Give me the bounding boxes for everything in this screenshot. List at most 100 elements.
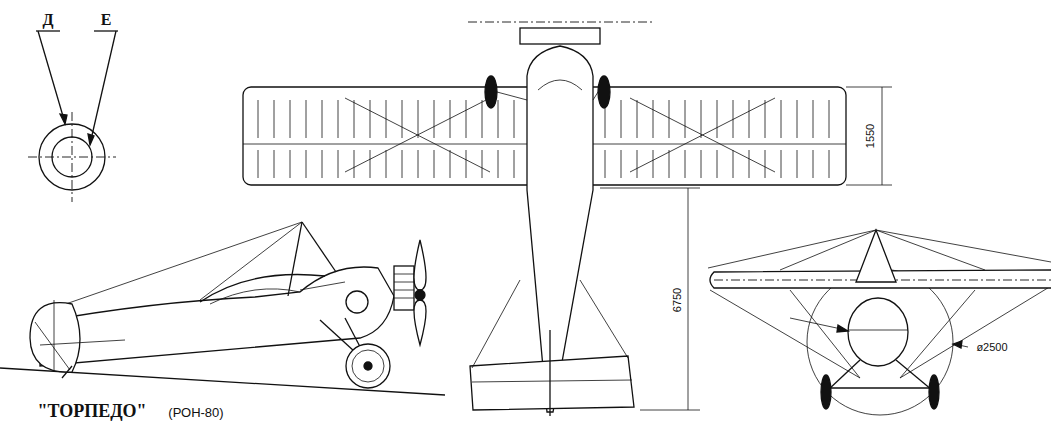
fuselage-top <box>527 46 593 412</box>
rudder-post <box>54 300 55 372</box>
fuselage-front <box>848 298 908 366</box>
wing-rib <box>322 100 323 138</box>
bracing-wire <box>630 98 775 172</box>
leader-line <box>38 31 65 123</box>
model-designation: (РОН-80) <box>166 405 225 420</box>
bracing-wire <box>900 286 1051 378</box>
wing-rib <box>418 100 419 138</box>
wing-rib <box>829 100 830 138</box>
wing-rib <box>466 150 467 178</box>
headrest <box>200 274 325 302</box>
front-view <box>708 230 1051 415</box>
center-line <box>28 157 116 158</box>
bracing-wire <box>710 290 860 378</box>
fuselage-frame <box>848 330 908 331</box>
wing-rib <box>498 100 499 138</box>
wing-rib <box>290 100 291 138</box>
wing-rib <box>653 150 654 178</box>
bracing-wire <box>708 230 876 268</box>
wing-rib <box>685 100 686 138</box>
arrowhead <box>88 134 94 145</box>
wheel-rim <box>352 350 384 382</box>
bracing-wire <box>876 230 1051 262</box>
tailplane <box>40 340 125 345</box>
inner-ring <box>52 137 92 177</box>
dimension-label: 6750 <box>671 286 684 314</box>
propeller-blade <box>414 300 426 345</box>
wing-rib <box>514 150 515 178</box>
dimension-line <box>688 188 689 410</box>
dimension-label: 1550 <box>864 122 877 150</box>
wing-rib <box>306 100 307 138</box>
dimension-label: ø2500 <box>974 341 1009 354</box>
center-line <box>72 112 73 202</box>
wing-rib <box>482 100 483 138</box>
bracing-wire <box>580 280 628 358</box>
gear-strut <box>896 360 932 390</box>
wing-rib <box>669 100 670 138</box>
wheel <box>485 76 497 108</box>
arrowhead <box>953 341 962 348</box>
wing-rib <box>514 100 515 138</box>
wing-rib <box>338 150 339 178</box>
pylon-strut <box>302 222 336 272</box>
bracing-wire <box>200 222 302 300</box>
cowl-ring <box>346 291 368 313</box>
wing-rib <box>749 100 750 138</box>
axle <box>828 387 932 388</box>
rudder <box>30 303 80 372</box>
wing-rib <box>370 100 371 138</box>
wing-rib <box>482 150 483 178</box>
rudder-rib <box>35 322 70 370</box>
engine-fin <box>394 282 414 283</box>
wing-rib <box>829 150 830 178</box>
leader-line <box>90 31 116 144</box>
dimension-line <box>882 87 883 185</box>
wing-rib <box>685 150 686 178</box>
wing-rib <box>669 150 670 178</box>
wing-root <box>300 282 345 290</box>
cockpit-rim <box>210 289 300 304</box>
wing-rib <box>450 150 451 178</box>
bracing-wire <box>780 230 876 270</box>
wing-rib <box>354 150 355 178</box>
wing-rib <box>637 100 638 138</box>
wing-rib <box>258 100 259 138</box>
wing-rib <box>797 100 798 138</box>
wing-rib <box>765 100 766 138</box>
wing-rib <box>749 150 750 178</box>
bracing-wire <box>345 98 490 172</box>
bracing-wire <box>630 98 775 172</box>
label-underline <box>36 30 60 31</box>
rotary-engine <box>520 28 600 44</box>
wing-rib <box>621 150 622 178</box>
wing-rib <box>701 100 702 138</box>
wing-rib <box>797 150 798 178</box>
wing-rib <box>781 150 782 178</box>
section-letter: Е <box>99 11 114 29</box>
wing-rib <box>402 150 403 178</box>
wing-rib <box>813 100 814 138</box>
propeller-line <box>468 22 652 23</box>
wing-rib <box>434 100 435 138</box>
wing-rib <box>637 150 638 178</box>
wheel <box>598 76 610 108</box>
wing-rib <box>498 150 499 178</box>
extension-line <box>640 410 700 411</box>
extension-line <box>846 87 892 88</box>
wing-rib <box>274 150 275 178</box>
gear-strut <box>497 92 527 100</box>
label-underline <box>94 30 118 31</box>
wing-rib <box>418 150 419 178</box>
bracing-wire <box>60 222 302 306</box>
wing-rib <box>370 150 371 178</box>
wing-rib <box>717 150 718 178</box>
wing-rib <box>322 150 323 178</box>
top-view <box>243 22 892 416</box>
rotary-engine <box>394 266 414 310</box>
engine-fin <box>394 298 414 299</box>
wheel <box>346 344 390 388</box>
arrowhead <box>60 114 67 124</box>
section-detail <box>28 31 118 202</box>
